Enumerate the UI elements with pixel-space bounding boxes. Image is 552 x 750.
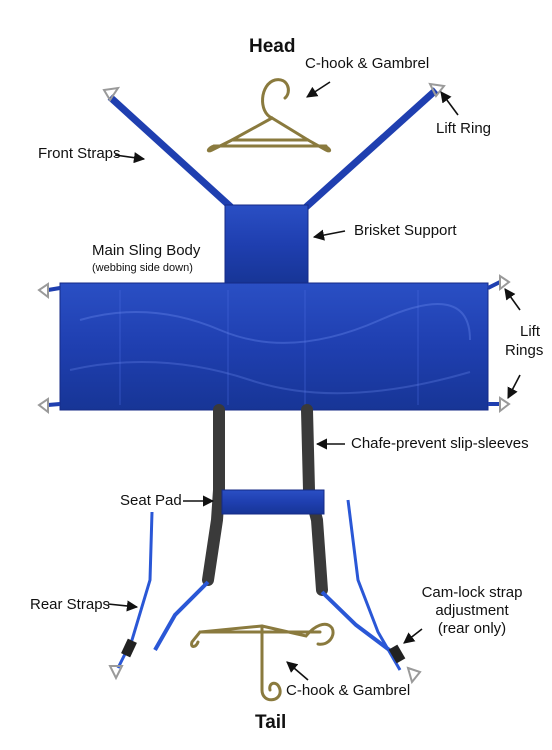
arrow-icon [306,81,331,98]
arrow-icon [114,152,146,164]
label-main-sling-body-note: (webbing side down) [92,262,193,274]
label-brisket-support: Brisket Support [354,222,457,239]
arrow-icon [507,374,521,399]
label-lift-ring: Lift Ring [436,120,492,137]
arrow-icon [312,229,346,241]
d-ring-icon [37,282,49,300]
label-lift-rings-2: Rings [505,342,544,359]
label-lift-rings-1: Lift [519,323,540,340]
label-cam-lock-1: Cam-lock strap [421,584,523,601]
d-ring-icon [102,86,121,102]
d-ring-icon [499,396,511,414]
front-straps [102,82,446,211]
arrow-icon [286,661,309,681]
label-chafe-sleeves: Chafe-prevent slip-sleeves [351,435,529,452]
seat-pad [221,489,325,515]
d-ring-icon [108,665,124,681]
label-rear-straps: Rear Straps [30,596,111,613]
d-ring-icon [428,82,446,98]
arrow-icon [107,600,139,612]
d-ring-icon [499,274,511,292]
main-sling-body [37,274,511,415]
d-ring-icon [406,666,422,685]
arrow-icon [504,288,521,311]
arrow-icon [403,628,423,644]
cam-lock-buckle [388,644,406,664]
label-cam-lock-2: adjustment [435,602,509,619]
d-ring-icon [37,397,49,415]
label-head: Head [249,36,296,57]
label-arrows [107,81,521,681]
label-cam-lock-3: (rear only) [437,620,507,637]
arrow-icon [440,91,459,116]
label-seat-pad: Seat Pad [120,492,182,509]
label-c-hook-top: C-hook & Gambrel [305,55,430,72]
rear-straps [108,499,422,685]
label-front-straps: Front Straps [38,145,121,162]
brisket-support [224,204,309,284]
label-main-sling-body: Main Sling Body [92,242,201,259]
c-hook-gambrel-icon [206,78,332,153]
label-c-hook-bottom: C-hook & Gambrel [286,682,411,699]
front-strap-left [107,94,235,211]
cam-lock-buckle [121,638,137,658]
label-tail: Tail [255,712,287,733]
c-hook-gambrel-icon [190,622,335,702]
front-strap-right [302,87,439,211]
